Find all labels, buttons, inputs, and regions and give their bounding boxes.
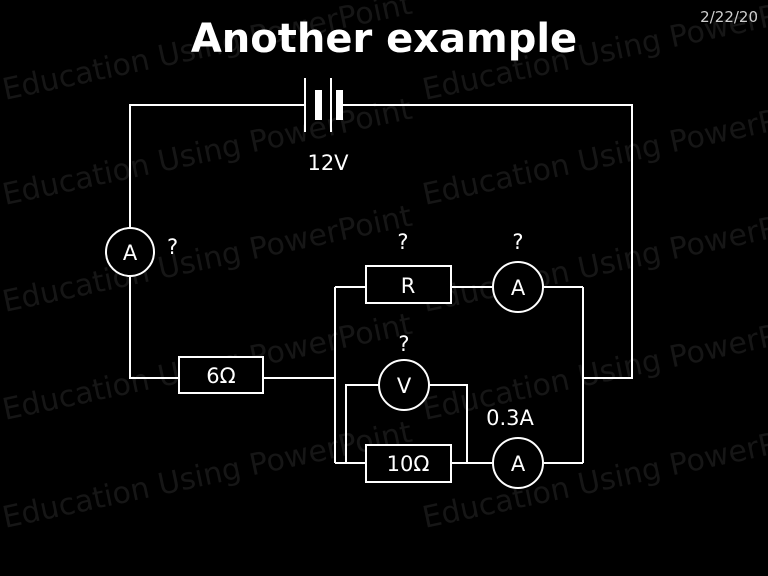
ammeter-circle [492, 261, 544, 313]
resistor-box [365, 265, 452, 304]
voltmeter: V ? [378, 332, 430, 411]
watermark-text: Education Using PowerPoint [0, 199, 415, 320]
slide-date: 2/22/20 [700, 8, 758, 26]
ammeter-bottom-reading: 0.3A [486, 406, 534, 430]
ammeter-main-reading: ? [167, 235, 178, 259]
wire [345, 384, 379, 463]
resistor-r-label: R [401, 274, 416, 298]
ammeter-symbol: A [511, 452, 526, 476]
resistor-r-value: ? [397, 230, 408, 254]
ammeter-top-reading: ? [512, 230, 523, 254]
ammeter-top: A ? [492, 230, 544, 313]
watermark-text: Education Using PowerPoint [419, 415, 768, 536]
ammeter-bottom: A 0.3A [486, 406, 544, 489]
wire [129, 272, 179, 379]
battery: 12V [304, 78, 349, 175]
ammeter-main: A ? [105, 227, 178, 277]
watermark-text: Education Using PowerPoint [0, 92, 415, 213]
voltmeter-symbol: V [397, 374, 412, 398]
resistor-box [365, 444, 452, 483]
wire [429, 384, 468, 463]
resistor-6-label: 6Ω [206, 364, 235, 388]
circuit-wires [129, 104, 633, 464]
battery-voltage-label: 12V [307, 151, 349, 175]
resistor-box [178, 356, 264, 394]
wire [342, 104, 633, 379]
watermark-text: Education Using PowerPoint [419, 307, 768, 428]
ammeter-symbol: A [511, 276, 526, 300]
watermark-text: Education Using PowerPoint [419, 92, 768, 213]
voltmeter-circle [378, 359, 430, 411]
resistor-10-ohm: 10Ω [365, 444, 452, 483]
resistor-10-label: 10Ω [387, 452, 430, 476]
slide-title: Another example [191, 16, 577, 62]
ammeter-circle [105, 227, 155, 277]
ammeter-symbol: A [123, 241, 138, 265]
watermark-text: Education Using PowerPoint [419, 199, 768, 320]
ammeter-circle [492, 437, 544, 489]
watermark-text: Education Using PowerPoint [0, 415, 415, 536]
wire [129, 104, 305, 232]
resistor-6-ohm: 6Ω [178, 356, 264, 394]
battery-plate-short [336, 90, 343, 120]
resistor-r: R ? [365, 230, 452, 304]
battery-plate-short [315, 90, 322, 120]
voltmeter-reading: ? [398, 332, 409, 356]
